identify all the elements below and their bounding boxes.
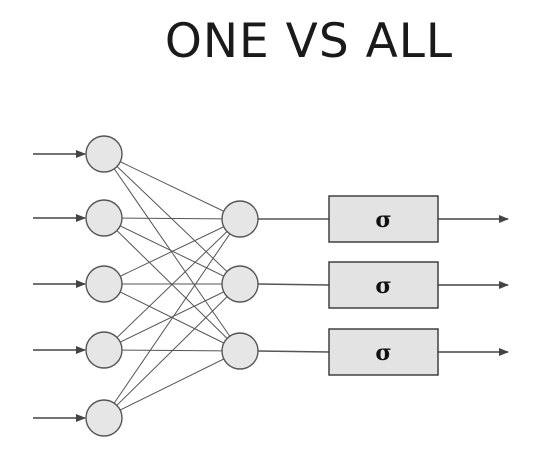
sigma-block-box	[328, 195, 439, 243]
connection-line-3-1	[103, 218, 241, 285]
sigma-label: σ	[375, 340, 391, 366]
connection-line-5-3	[103, 350, 241, 419]
connection-line-1-3	[103, 153, 241, 352]
connection-line-4-1	[103, 218, 241, 351]
input-node-1	[85, 135, 123, 173]
input-node-2	[85, 199, 123, 237]
sigma-blocks-layer: σ σ σ	[328, 195, 439, 376]
sigma-block-box	[328, 328, 439, 376]
output-node-2	[221, 265, 259, 303]
diagram-title: ONE VS ALL	[164, 14, 454, 69]
output-node-1	[221, 200, 259, 238]
input-node-5	[85, 399, 123, 437]
output-node-3	[221, 332, 259, 370]
input-node-4	[85, 331, 123, 369]
hidden-to-sigma-line-2	[257, 283, 330, 286]
arrows-layer	[33, 150, 509, 422]
connection-line-5-1	[103, 218, 241, 419]
connections-layer	[103, 153, 330, 419]
sigma-block-box	[328, 261, 439, 309]
connection-line-2-1	[103, 217, 241, 220]
connection-line-4-2	[103, 283, 241, 351]
sigma-label: σ	[375, 207, 391, 233]
sigma-label: σ	[375, 273, 391, 299]
hidden-to-sigma-line-3	[257, 350, 330, 353]
input-node-3	[85, 265, 123, 303]
sigma-block-3: σ	[328, 328, 439, 376]
connection-line-1-1	[103, 153, 241, 220]
sigma-block-2: σ	[328, 261, 439, 309]
nodes-layer	[85, 135, 259, 437]
connection-line-5-2	[103, 283, 241, 419]
sigma-block-1: σ	[328, 195, 439, 243]
